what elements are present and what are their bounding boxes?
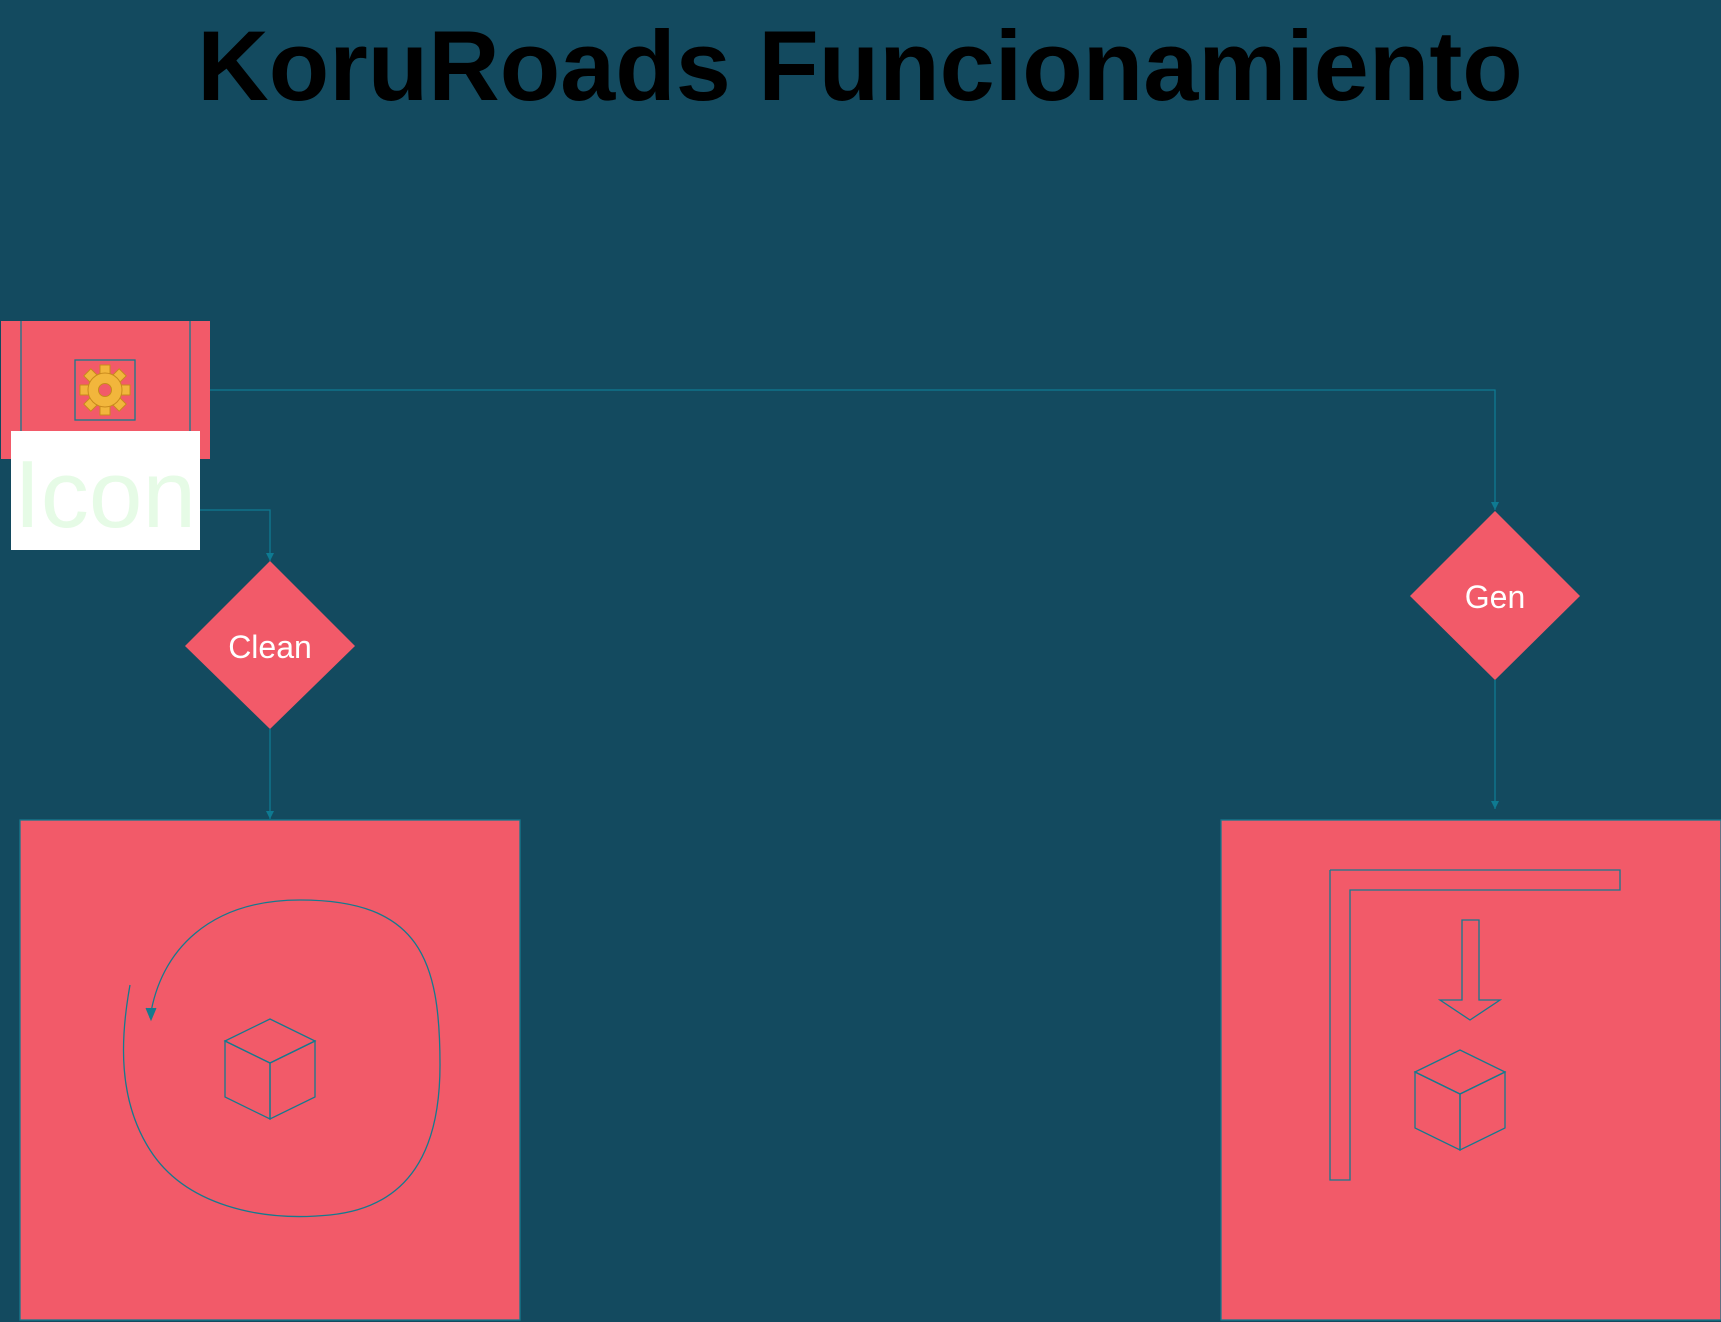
corner-frame-icon <box>1329 869 1621 1181</box>
gen-label: Gen <box>1465 579 1525 615</box>
clean-diamond <box>185 561 355 729</box>
clean-label: Clean <box>228 629 312 665</box>
gen-diamond <box>1410 511 1580 680</box>
circular-arrow-icon <box>122 899 441 1218</box>
gear-icon-frame <box>74 359 136 421</box>
gen-panel[interactable] <box>1220 819 1721 1321</box>
clean-panel[interactable] <box>19 819 521 1321</box>
down-arrow-icon <box>1437 919 1503 1021</box>
cube-icon <box>1413 1049 1507 1152</box>
gen-panel-body <box>1220 819 1721 1321</box>
gen-decision[interactable]: Gen <box>1410 511 1580 680</box>
icon-process-box[interactable]: Icon <box>1 321 210 550</box>
connector-icon-to-clean <box>200 509 274 561</box>
connector-icon-to-gen <box>210 389 1499 510</box>
diagram-title: KoruRoads Funcionamiento <box>197 10 1523 121</box>
icon-caption-box <box>11 431 200 550</box>
clean-decision[interactable]: Clean <box>185 561 355 729</box>
cube-icon <box>223 1018 317 1121</box>
icon-caption: Icon <box>14 441 196 548</box>
gear-icon <box>79 364 131 416</box>
